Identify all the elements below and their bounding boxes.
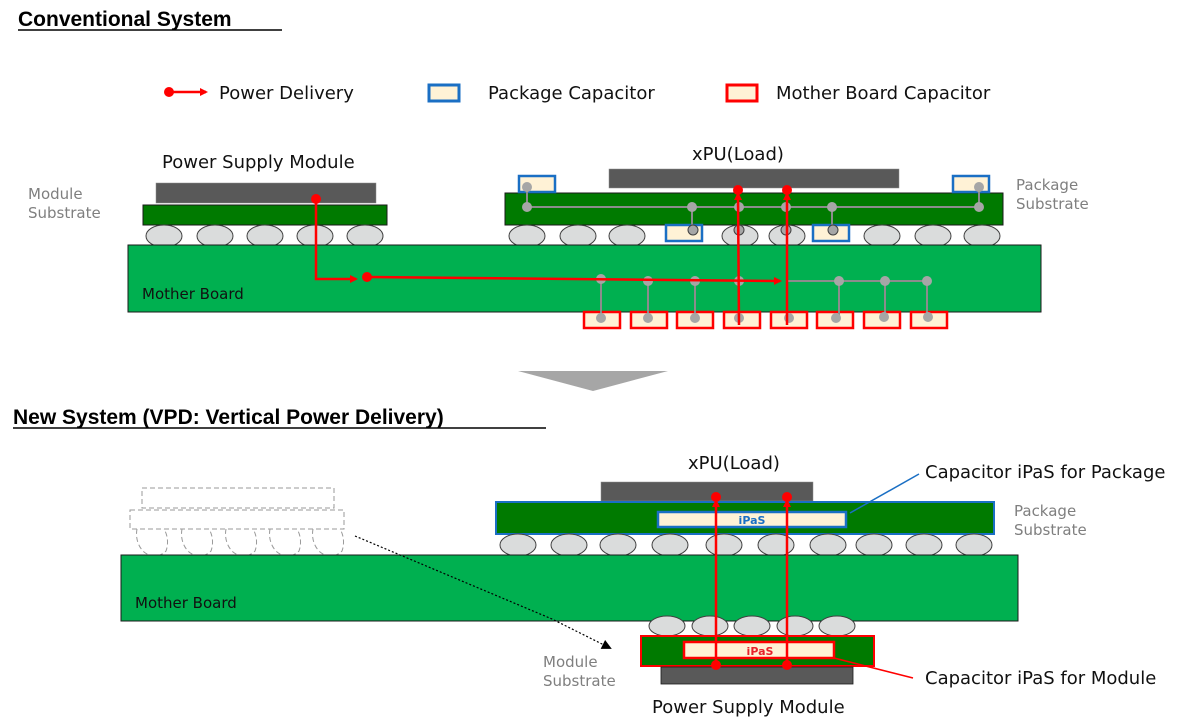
- package-callout-leader: [849, 473, 920, 514]
- legend-mb-label: Mother Board Capacitor: [776, 83, 991, 104]
- legend-package-label: Package Capacitor: [488, 83, 655, 104]
- module-callout-leader: [833, 657, 914, 679]
- new-psm-label: Power Supply Module: [652, 697, 845, 718]
- capacitor-package-callout: Capacitor iPaS for Package: [925, 462, 1165, 483]
- conv-module-substrate-label-2: Substrate: [28, 204, 101, 222]
- new-module-substrate-label-2: Substrate: [543, 672, 616, 690]
- new-package-solder-balls: [499, 533, 993, 557]
- conv-module-substrate: [142, 204, 388, 226]
- conv-mb-traces: [596, 274, 933, 323]
- transition-arrow-icon: [518, 371, 668, 391]
- conv-module-substrate-label-1: Module: [28, 185, 83, 203]
- legend-power-label: Power Delivery: [219, 83, 354, 104]
- conv-xpu-label: xPU(Load): [692, 144, 784, 165]
- conv-psm-label: Power Supply Module: [162, 152, 355, 173]
- legend-motherboard-capacitor: Mother Board Capacitor: [725, 83, 991, 104]
- capacitor-module-callout: Capacitor iPaS for Module: [925, 668, 1156, 689]
- conventional-title: Conventional System: [18, 8, 232, 31]
- conv-psm-chip: [155, 182, 377, 204]
- conv-mb-capacitors: [582, 310, 949, 330]
- removed-module-ghost: [129, 487, 345, 557]
- package-capacitor: [951, 174, 991, 194]
- new-system-title: New System (VPD: Vertical Power Delivery…: [13, 406, 444, 429]
- legend-package-capacitor: Package Capacitor: [427, 83, 655, 104]
- new-xpu-label: xPU(Load): [688, 453, 780, 474]
- conv-mother-board-label: Mother Board: [142, 285, 244, 303]
- ipas-package-label: iPaS: [739, 514, 766, 527]
- new-package-substrate-label-1: Package: [1014, 502, 1076, 520]
- ipas-package-capacitor: [656, 510, 848, 529]
- legend: Power Delivery Package Capacitor Mother …: [164, 83, 991, 104]
- ipas-module-label: iPaS: [747, 645, 774, 658]
- new-module-solder-balls: [648, 615, 856, 637]
- new-xpu-chip: [600, 481, 814, 502]
- ipas-module-capacitor: [682, 640, 836, 660]
- new-psm-chip: [660, 666, 854, 685]
- legend-power-delivery: Power Delivery: [164, 83, 354, 104]
- new-mother-board-label: Mother Board: [135, 594, 237, 612]
- new-package-substrate-label-2: Substrate: [1014, 521, 1087, 539]
- motherboard-capacitor-swatch: [725, 83, 759, 103]
- new-mother-board: [120, 554, 1019, 622]
- new-power-path: [711, 492, 792, 670]
- conv-package-solder-balls: [508, 224, 1001, 248]
- conv-package-substrate-label-2: Substrate: [1016, 195, 1089, 213]
- conv-package-substrate-label-1: Package: [1016, 176, 1078, 194]
- relocation-arrow: [354, 535, 612, 649]
- package-capacitor-swatch: [427, 83, 461, 103]
- conv-power-path: [311, 185, 792, 326]
- conv-package-substrate: [504, 192, 1004, 226]
- conv-module-solder-balls: [145, 224, 384, 248]
- new-module-substrate-label-1: Module: [543, 653, 598, 671]
- conv-xpu-chip: [608, 168, 900, 189]
